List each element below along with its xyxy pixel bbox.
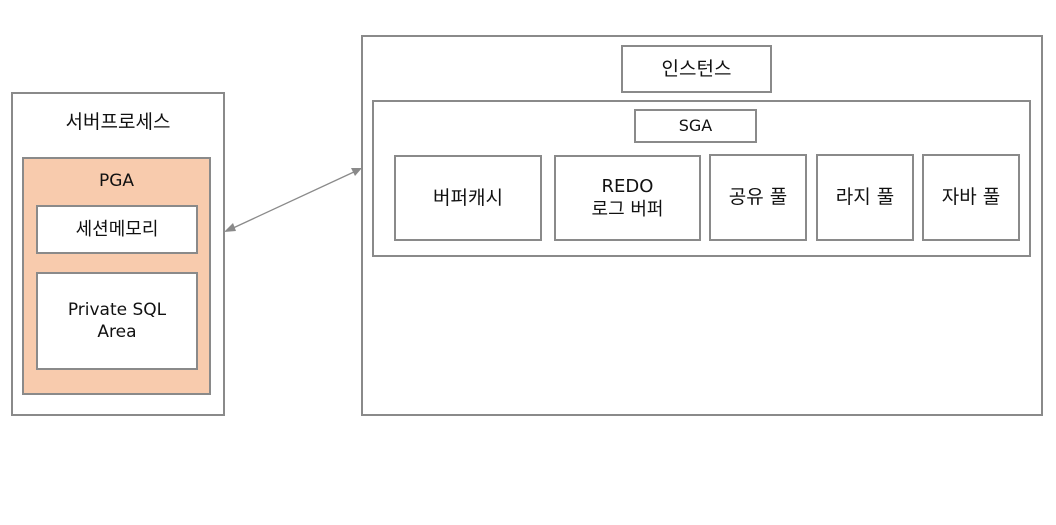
shared-pool-box: 공유 풀	[709, 154, 807, 241]
instance-title: 인스턴스	[661, 57, 732, 80]
large-pool-box: 라지 풀	[816, 154, 914, 241]
buffer-cache-label: 버퍼캐시	[433, 186, 503, 209]
java-pool-box: 자바 풀	[922, 154, 1020, 241]
arrowhead-left	[224, 223, 236, 232]
java-pool-label: 자바 풀	[941, 186, 1001, 209]
sga-title-box: SGA	[634, 109, 757, 143]
redo-log-buffer-box: REDO 로그 버퍼	[554, 155, 701, 241]
session-memory-label: 세션메모리	[75, 218, 159, 240]
buffer-cache-box: 버퍼캐시	[394, 155, 542, 241]
connector-line	[230, 170, 357, 230]
pga-title: PGA	[98, 170, 135, 191]
redo-log-buffer-label: REDO 로그 버퍼	[591, 175, 664, 220]
sga-title: SGA	[678, 115, 713, 135]
server-process-title: 서버프로세스	[65, 110, 171, 133]
private-sql-area-box: Private SQL Area	[36, 272, 198, 370]
arrowhead-right	[351, 168, 362, 176]
private-sql-area-label: Private SQL Area	[67, 299, 167, 342]
session-memory-box: 세션메모리	[36, 205, 198, 254]
shared-pool-label: 공유 풀	[728, 186, 788, 209]
large-pool-label: 라지 풀	[835, 186, 895, 209]
instance-title-box: 인스턴스	[621, 45, 772, 93]
